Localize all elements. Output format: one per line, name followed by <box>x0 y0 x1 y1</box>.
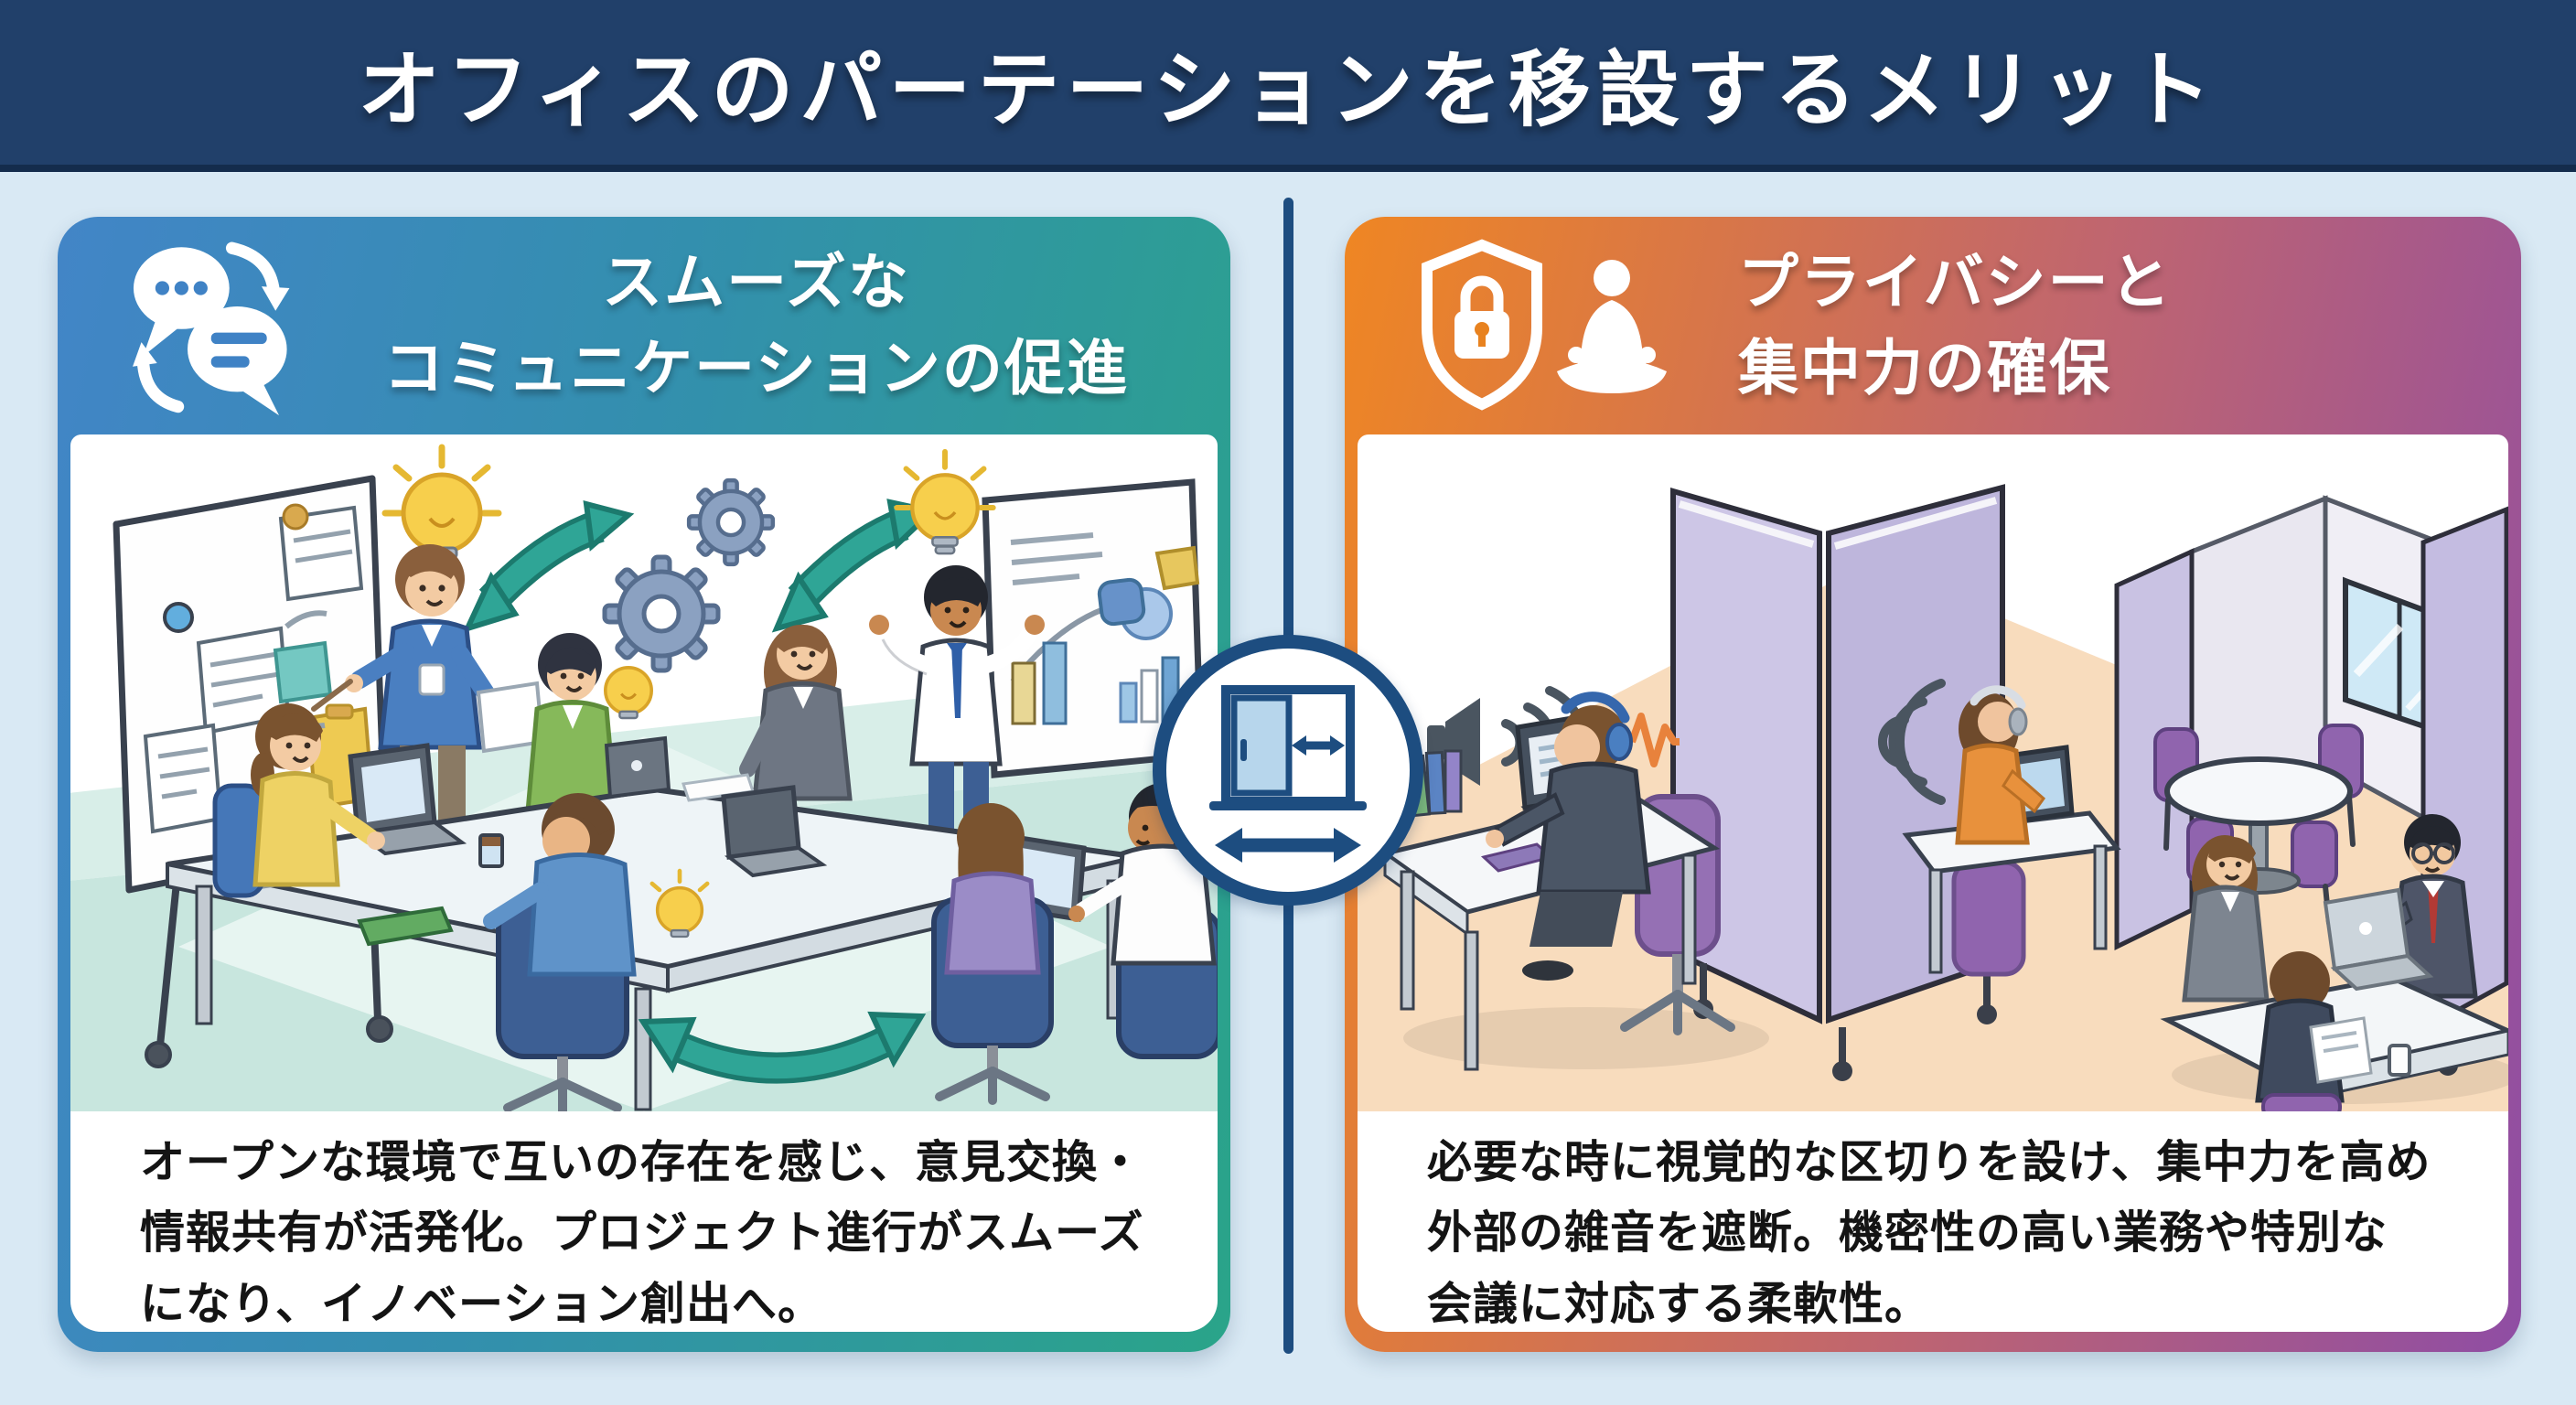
exchange-arrow-left <box>462 499 635 633</box>
panel-communication: スムーズな コミュニケーションの促進 <box>58 217 1230 1352</box>
description-line: 必要な時に視覚的な区切りを設け、集中力を高め <box>1427 1138 2431 1187</box>
panel-communication-title: スムーズな コミュニケーションの促進 <box>309 240 1203 411</box>
person-yellow-sweater-woman <box>212 703 385 898</box>
description-line: 会議に対応する柔軟性。 <box>1427 1279 1931 1329</box>
chat-bubbles-exchange-icon <box>133 241 290 416</box>
panel-privacy-header: プライバシーと 集中力の確保 <box>1345 217 2521 434</box>
lightbulb-icon <box>894 448 996 555</box>
panel-title-line1: プライバシーと <box>1738 248 2173 316</box>
partition-move-badge <box>1153 635 1423 906</box>
person-backview-woman <box>931 803 1054 1105</box>
page-title: オフィスのパーテーションを移設するメリット <box>358 45 2218 136</box>
partitioned-office-privacy-illustration <box>1358 484 2508 1111</box>
panel-communication-description: オープンな環境で互いの存在を感じ、意見交換・ 情報共有が活発化。プロジェクト進行… <box>70 1111 1218 1332</box>
exchange-arrow-right <box>771 499 939 633</box>
description-line: 外部の雑音を遮断。機密性の高い業務や特別な <box>1427 1208 2388 1259</box>
gears-icon <box>602 477 776 673</box>
meeting-room <box>2114 495 2508 1076</box>
person-backview-man <box>483 793 637 1111</box>
description-line: オープンな環境で互いの存在を感じ、意見交換・ <box>140 1138 1144 1187</box>
sliding-partition-move-icon <box>1209 685 1367 863</box>
flexible-meeting-group <box>2160 814 2508 1111</box>
person-green-cardigan-woman <box>525 633 618 814</box>
panel-communication-body: オープンな環境で互いの存在を感じ、意見交換・ 情報共有が活発化。プロジェクト進行… <box>70 434 1218 1332</box>
panel-communication-header: スムーズな コミュニケーションの促進 <box>58 217 1230 434</box>
panel-privacy: プライバシーと 集中力の確保 <box>1345 217 2521 1352</box>
lightbulb-icon <box>649 868 710 938</box>
focus-desk-left <box>1379 692 1769 1071</box>
lightbulb-icon <box>603 665 654 720</box>
quiet-waves-icon <box>1878 679 1946 805</box>
panel-title-line2: コミュニケーションの促進 <box>383 334 1129 402</box>
description-line: 情報共有が活発化。プロジェクト進行がスムーズ <box>140 1208 1144 1259</box>
laptops-and-items <box>236 735 1087 947</box>
panel-title-line1: スムーズな <box>602 248 910 316</box>
description-line: になり、イノベーション創出へ。 <box>140 1279 824 1329</box>
title-bar: オフィスのパーテーションを移設するメリット <box>0 0 2576 172</box>
person-presenter-man <box>869 565 1045 872</box>
open-office-collaboration-illustration <box>70 444 1218 1111</box>
panel-privacy-description: 必要な時に視覚的な区切りを設け、集中力を高め 外部の雑音を遮断。機密性の高い業務… <box>1358 1111 2508 1332</box>
panel-title-line2: 集中力の確保 <box>1738 334 2111 402</box>
shield-lock-meditation-icon <box>1422 239 1667 411</box>
panel-privacy-body: 必要な時に視覚的な区切りを設け、集中力を高め 外部の雑音を遮断。機密性の高い業務… <box>1358 434 2508 1332</box>
person-gray-blazer-woman <box>739 625 853 801</box>
exchange-arrow-bottom <box>638 1011 927 1084</box>
panel-privacy-title: プライバシーと 集中力の確保 <box>1683 240 2173 411</box>
focus-desk-orange-woman <box>1902 685 2121 977</box>
